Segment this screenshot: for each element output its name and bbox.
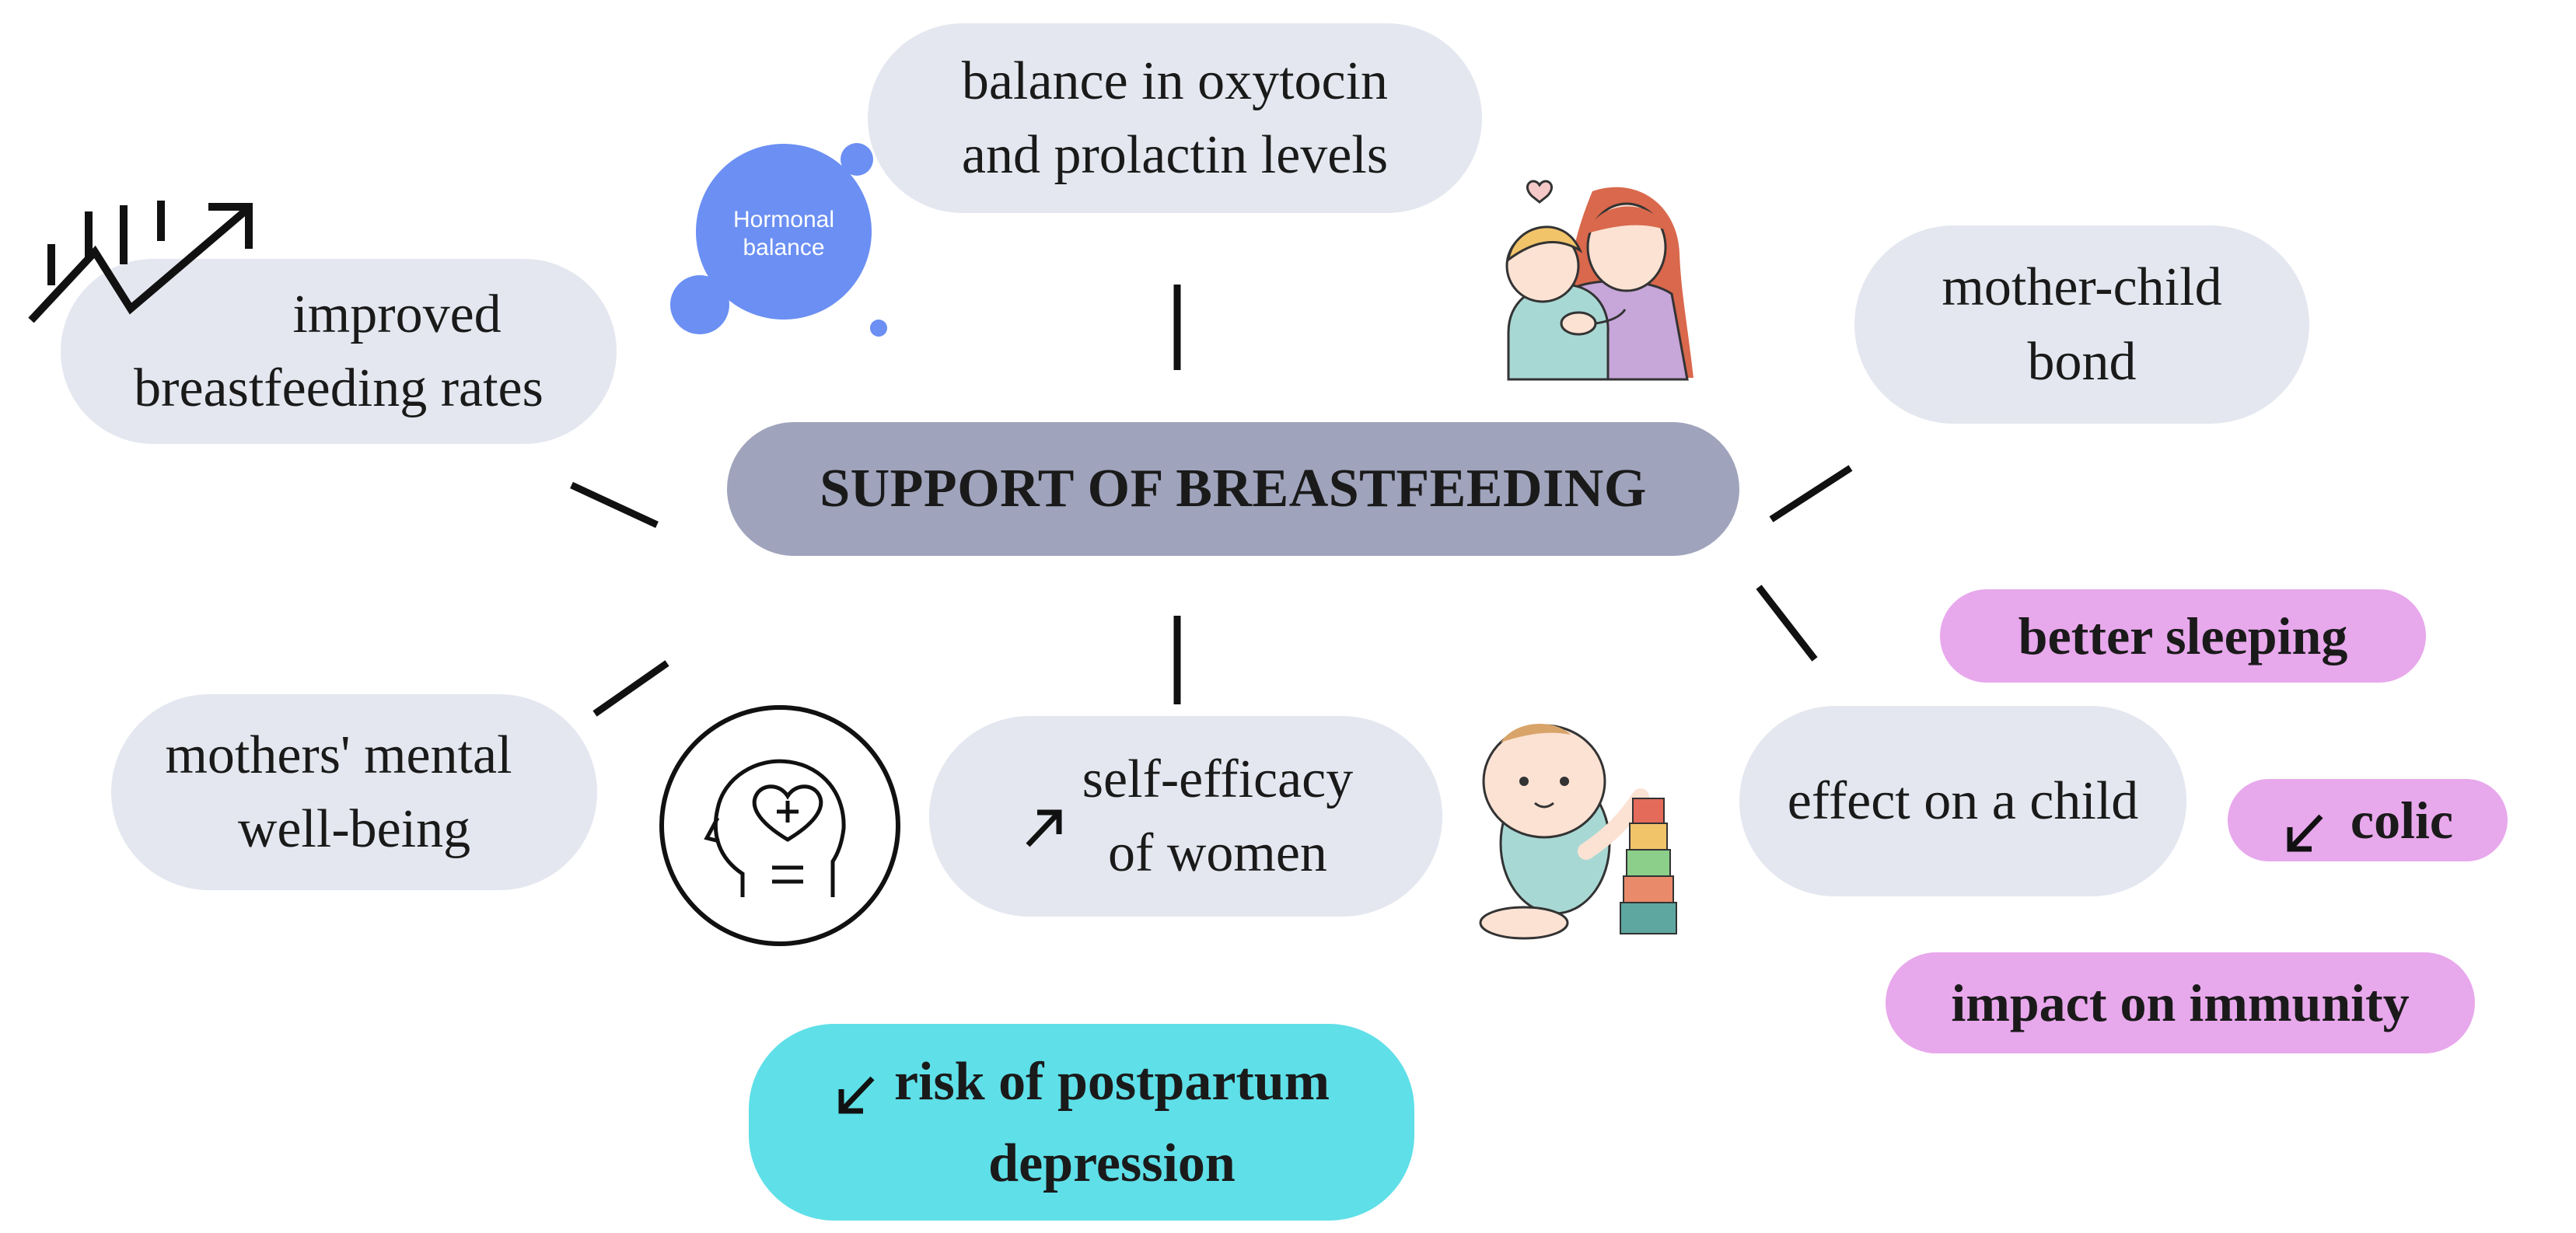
child-effect-immunity-label: impact on immunity bbox=[1951, 973, 2410, 1032]
node-bond-line1: mother-child bbox=[1942, 257, 2222, 318]
arrow-up-right-icon bbox=[1026, 809, 1062, 847]
mother-hugging-child-illustration bbox=[1505, 180, 1693, 381]
node-self-efficacy: self-efficacy of women bbox=[929, 716, 1442, 917]
connector-top-right bbox=[1769, 465, 1853, 522]
node-postpartum-depression: risk of postpartum depression bbox=[749, 1024, 1414, 1221]
child-effect-sleeping-label: better sleeping bbox=[2018, 606, 2348, 665]
node-mental-line1: mothers' mental bbox=[165, 725, 512, 785]
node-bond-line2: bond bbox=[2027, 331, 2137, 392]
node-hormonal-line1: balance in oxytocin bbox=[961, 51, 1389, 111]
node-mental-well-being: mothers' mental well-being bbox=[111, 694, 597, 890]
node-efficacy-line2: of women bbox=[1108, 823, 1327, 883]
node-mental-line2: well-being bbox=[237, 799, 471, 859]
hormonal-balance-bubble-icon: Hormonal balance bbox=[670, 143, 887, 337]
center-node: SUPPORT OF BREASTFEEDING bbox=[727, 422, 1739, 556]
child-effect-colic: colic bbox=[2228, 779, 2508, 861]
node-mother-child-bond: mother-child bond bbox=[1854, 225, 2309, 424]
node-effect-on-child: effect on a child bbox=[1739, 706, 2186, 896]
connector-bottom-left bbox=[592, 660, 669, 717]
rising-bars-arrow-icon bbox=[28, 201, 253, 323]
postpartum-line1: risk of postpartum bbox=[893, 1051, 1330, 1112]
baby-stacking-cups-illustration bbox=[1479, 724, 1677, 940]
node-hormonal-line2: and prolactin levels bbox=[961, 125, 1389, 185]
arrow-down-left-icon bbox=[838, 1076, 875, 1113]
child-effect-better-sleeping: better sleeping bbox=[1940, 589, 2426, 683]
connector-top-left bbox=[570, 481, 659, 529]
hormonal-badge-line2: balance bbox=[743, 235, 824, 260]
postpartum-line2: depression bbox=[988, 1133, 1236, 1193]
child-effect-colic-label: colic bbox=[2350, 790, 2454, 850]
node-child-label: effect on a child bbox=[1787, 770, 2139, 831]
node-rates-line1: improved bbox=[292, 284, 502, 344]
hormonal-badge-line1: Hormonal bbox=[733, 207, 834, 232]
child-effect-immunity: impact on immunity bbox=[1886, 952, 2475, 1053]
node-rates-line2: breastfeeding rates bbox=[134, 358, 544, 418]
arrow-down-left-icon bbox=[2287, 814, 2323, 852]
connector-bottom-right bbox=[1756, 585, 1818, 662]
node-efficacy-line1: self-efficacy bbox=[1082, 749, 1354, 809]
node-hormonal-balance: balance in oxytocin and prolactin levels bbox=[868, 23, 1482, 213]
center-label: SUPPORT OF BREASTFEEDING bbox=[820, 459, 1647, 519]
head-heart-plus-icon bbox=[659, 705, 900, 946]
